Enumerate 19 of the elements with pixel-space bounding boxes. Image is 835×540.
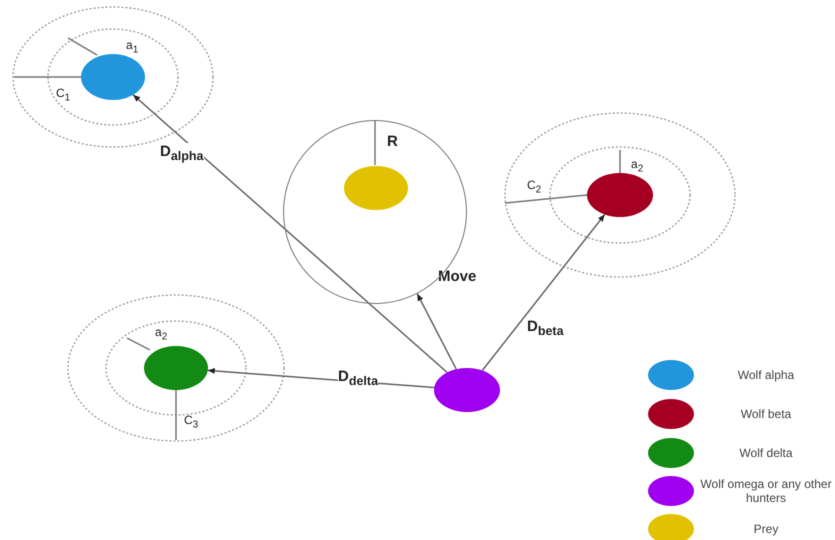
legend-label: Prey — [752, 522, 780, 536]
legend-label: Wolf omega or any other hunters — [700, 477, 832, 505]
radius-label: C$_{2}$ — [527, 178, 542, 196]
edge-label: D$_{delta}$ — [338, 368, 378, 388]
legend-label: Wolf alpha — [736, 368, 796, 382]
arrow — [416, 293, 457, 370]
legend-label: Wolf beta — [740, 407, 792, 421]
edge-label: D$_{beta}$ — [527, 318, 564, 338]
wolf-circle — [144, 346, 208, 390]
radius-label: C$_{3}$ — [184, 413, 198, 430]
arrow — [132, 94, 448, 373]
legend-label: Wolf delta — [738, 446, 794, 460]
radius-label: a$_{2}$ — [631, 157, 644, 174]
radius-label: R — [387, 133, 398, 150]
radius-label: a$_{1}$ — [126, 38, 138, 56]
edge-label: D$_{alpha}$ — [160, 143, 204, 163]
radius-label: C$_{1}$ — [56, 86, 70, 104]
arrow — [482, 214, 606, 371]
radius-label: a$_{2}$ — [155, 325, 168, 342]
